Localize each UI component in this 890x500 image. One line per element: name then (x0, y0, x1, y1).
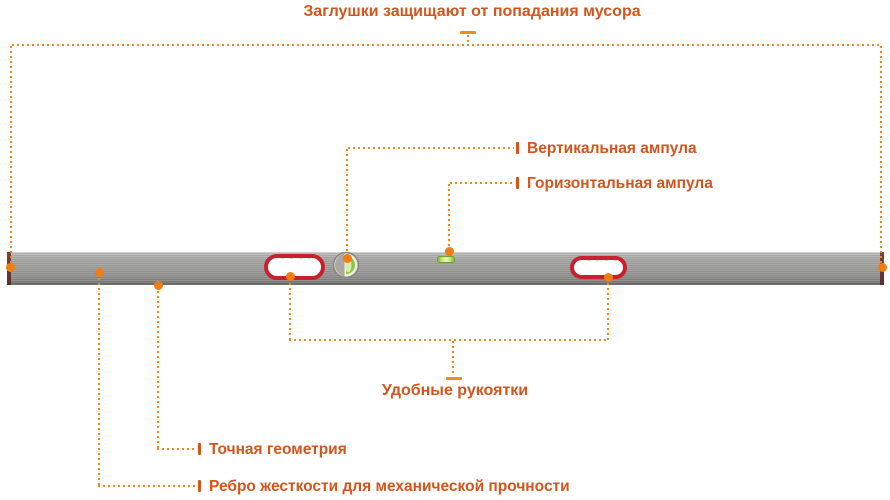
end-caps-right-line (880, 46, 882, 263)
horizontal-vial-label: Горизонтальная ампула (527, 175, 713, 192)
handles-right-line (607, 283, 609, 340)
end-cap-left-dot (6, 263, 15, 272)
end-caps-pointer-dash (460, 31, 476, 34)
vertical-vial-dot (343, 254, 352, 263)
geometry-line-h (157, 448, 196, 450)
rib-dot (95, 268, 104, 277)
vertical-vial-label: Вертикальная ампула (527, 140, 697, 157)
end-caps-top-line (12, 44, 881, 46)
geometry-line-v (157, 291, 159, 449)
left-handle-dot (286, 272, 295, 281)
geometry-dot (154, 281, 163, 290)
vertical-vial-line-h (348, 147, 514, 149)
rib-line-v (98, 278, 100, 486)
horizontal-vial (437, 256, 455, 263)
end-caps-label: Заглушки защищают от попадания мусора (303, 3, 641, 20)
handles-label: Удобные рукоятки (381, 382, 529, 399)
end-cap-right-dot (878, 263, 887, 272)
handles-connector-line (452, 341, 454, 374)
rib-tick (198, 480, 201, 492)
handles-bottom-line (289, 339, 609, 341)
right-grip-handle (570, 256, 627, 279)
horizontal-vial-line-h (450, 182, 514, 184)
end-caps-left-line (10, 46, 12, 263)
handles-left-line (289, 283, 291, 340)
horizontal-vial-dot (445, 247, 454, 256)
vertical-vial-tick (516, 142, 519, 154)
horizontal-vial-line-v (448, 184, 450, 247)
rib-line-h (98, 485, 196, 487)
geometry-tick (198, 443, 201, 455)
geometry-label: Точная геометрия (209, 441, 347, 458)
right-handle-dot (604, 273, 613, 282)
vertical-vial-line-v (346, 149, 348, 255)
horizontal-vial-tick (516, 177, 519, 189)
handles-pointer-dash (446, 377, 462, 380)
end-caps-connector-line (467, 35, 469, 45)
rib-label: Ребро жесткости для механической прочнос… (209, 478, 570, 495)
